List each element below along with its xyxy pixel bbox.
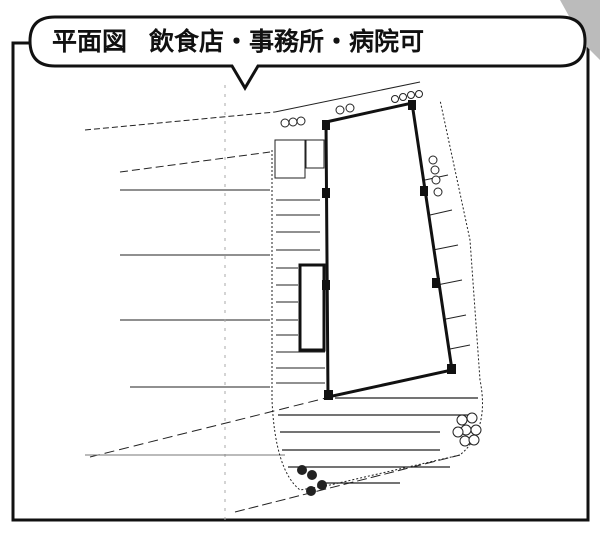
callout-uses: 飲食店・事務所・病院可 bbox=[149, 27, 425, 56]
building-annex bbox=[298, 263, 326, 352]
parking-stripes bbox=[276, 199, 325, 384]
trees bbox=[297, 465, 327, 496]
title-callout: 平面図飲食店・事務所・病院可 bbox=[52, 22, 424, 58]
road-line bbox=[119, 151, 271, 173]
entrance bbox=[274, 139, 306, 179]
title-callout-bubble bbox=[28, 15, 587, 91]
road-line bbox=[84, 111, 276, 131]
columns bbox=[322, 100, 456, 400]
site-boundary bbox=[89, 396, 331, 458]
building-footprint bbox=[324, 101, 454, 399]
callout-label: 平面図 bbox=[52, 27, 128, 56]
plaza-stripes bbox=[278, 397, 478, 484]
paved-area bbox=[271, 99, 483, 491]
site-plan bbox=[84, 81, 483, 520]
site-boundary bbox=[274, 81, 421, 113]
shrubs bbox=[280, 90, 482, 447]
entrance bbox=[305, 139, 325, 169]
